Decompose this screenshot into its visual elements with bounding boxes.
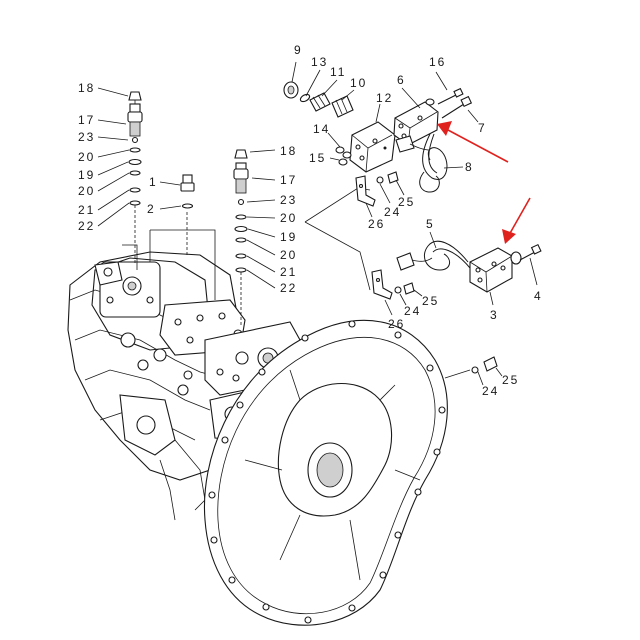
callout-9: 9 [294,43,303,57]
callout-5: 5 [426,217,435,231]
pump-housing [67,251,301,521]
callout-12: 12 [376,91,393,105]
callout-15: 15 [309,151,326,165]
callout-8: 8 [465,160,474,174]
callout-7: 7 [478,121,487,135]
mount-bolt-right [471,356,503,386]
callout-labels: 18 17 23 20 19 20 21 22 1 2 18 17 23 20 … [78,43,543,398]
callout-10: 10 [350,76,367,90]
callout-20-left-b: 20 [78,184,95,198]
callout-13: 13 [311,55,328,69]
callout-6: 6 [397,73,406,87]
callout-20-left-a: 20 [78,150,95,164]
flywheel-housing [203,319,448,626]
callout-11: 11 [330,65,346,79]
callout-21-left: 21 [78,203,95,217]
callout-14: 14 [313,122,330,136]
callout-17-left: 17 [78,113,95,127]
callout-23-left: 23 [78,130,95,144]
callout-4: 4 [534,289,543,303]
bracket-upper [355,171,405,218]
bracket-lower [371,269,423,316]
callout-16: 16 [429,55,446,69]
callout-20-center-a: 20 [280,211,297,225]
part-1-plug [159,174,195,255]
callout-19-center: 19 [280,230,297,244]
callout-26-lower: 26 [388,317,405,331]
solenoid-valve-assembly-upper [283,61,396,173]
center-seal-stack [233,149,276,325]
o-rings-14-15 [327,132,352,166]
callout-23-center: 23 [280,193,297,207]
callout-21-center: 21 [280,265,297,279]
flange-bolt-holes [208,320,446,624]
callout-22-center: 22 [280,281,297,295]
pressure-sensor-lower [396,231,542,306]
callout-2: 2 [147,202,156,216]
callout-22-left: 22 [78,219,95,233]
callout-20-center-b: 20 [280,248,297,262]
callout-19-left: 19 [78,168,95,182]
callout-24-upper: 24 [384,205,401,219]
callout-17-center: 17 [280,173,297,187]
callout-25-lower: 25 [422,294,439,308]
callout-24-lower: 24 [404,304,421,318]
callout-3: 3 [490,308,499,322]
highlight-arrow-upper [437,121,509,163]
callout-1: 1 [149,175,158,189]
pressure-sensor-upper [393,71,479,193]
callout-25-right: 25 [502,373,519,387]
left-callout-leaders [97,87,130,227]
callout-25-upper: 25 [398,195,415,209]
callout-26-upper: 26 [368,217,385,231]
callout-18-left: 18 [78,81,95,95]
callout-18-center: 18 [280,144,297,158]
left-seal-stack [127,91,143,265]
callout-24-right: 24 [482,384,499,398]
highlight-arrow-lower [502,197,531,244]
